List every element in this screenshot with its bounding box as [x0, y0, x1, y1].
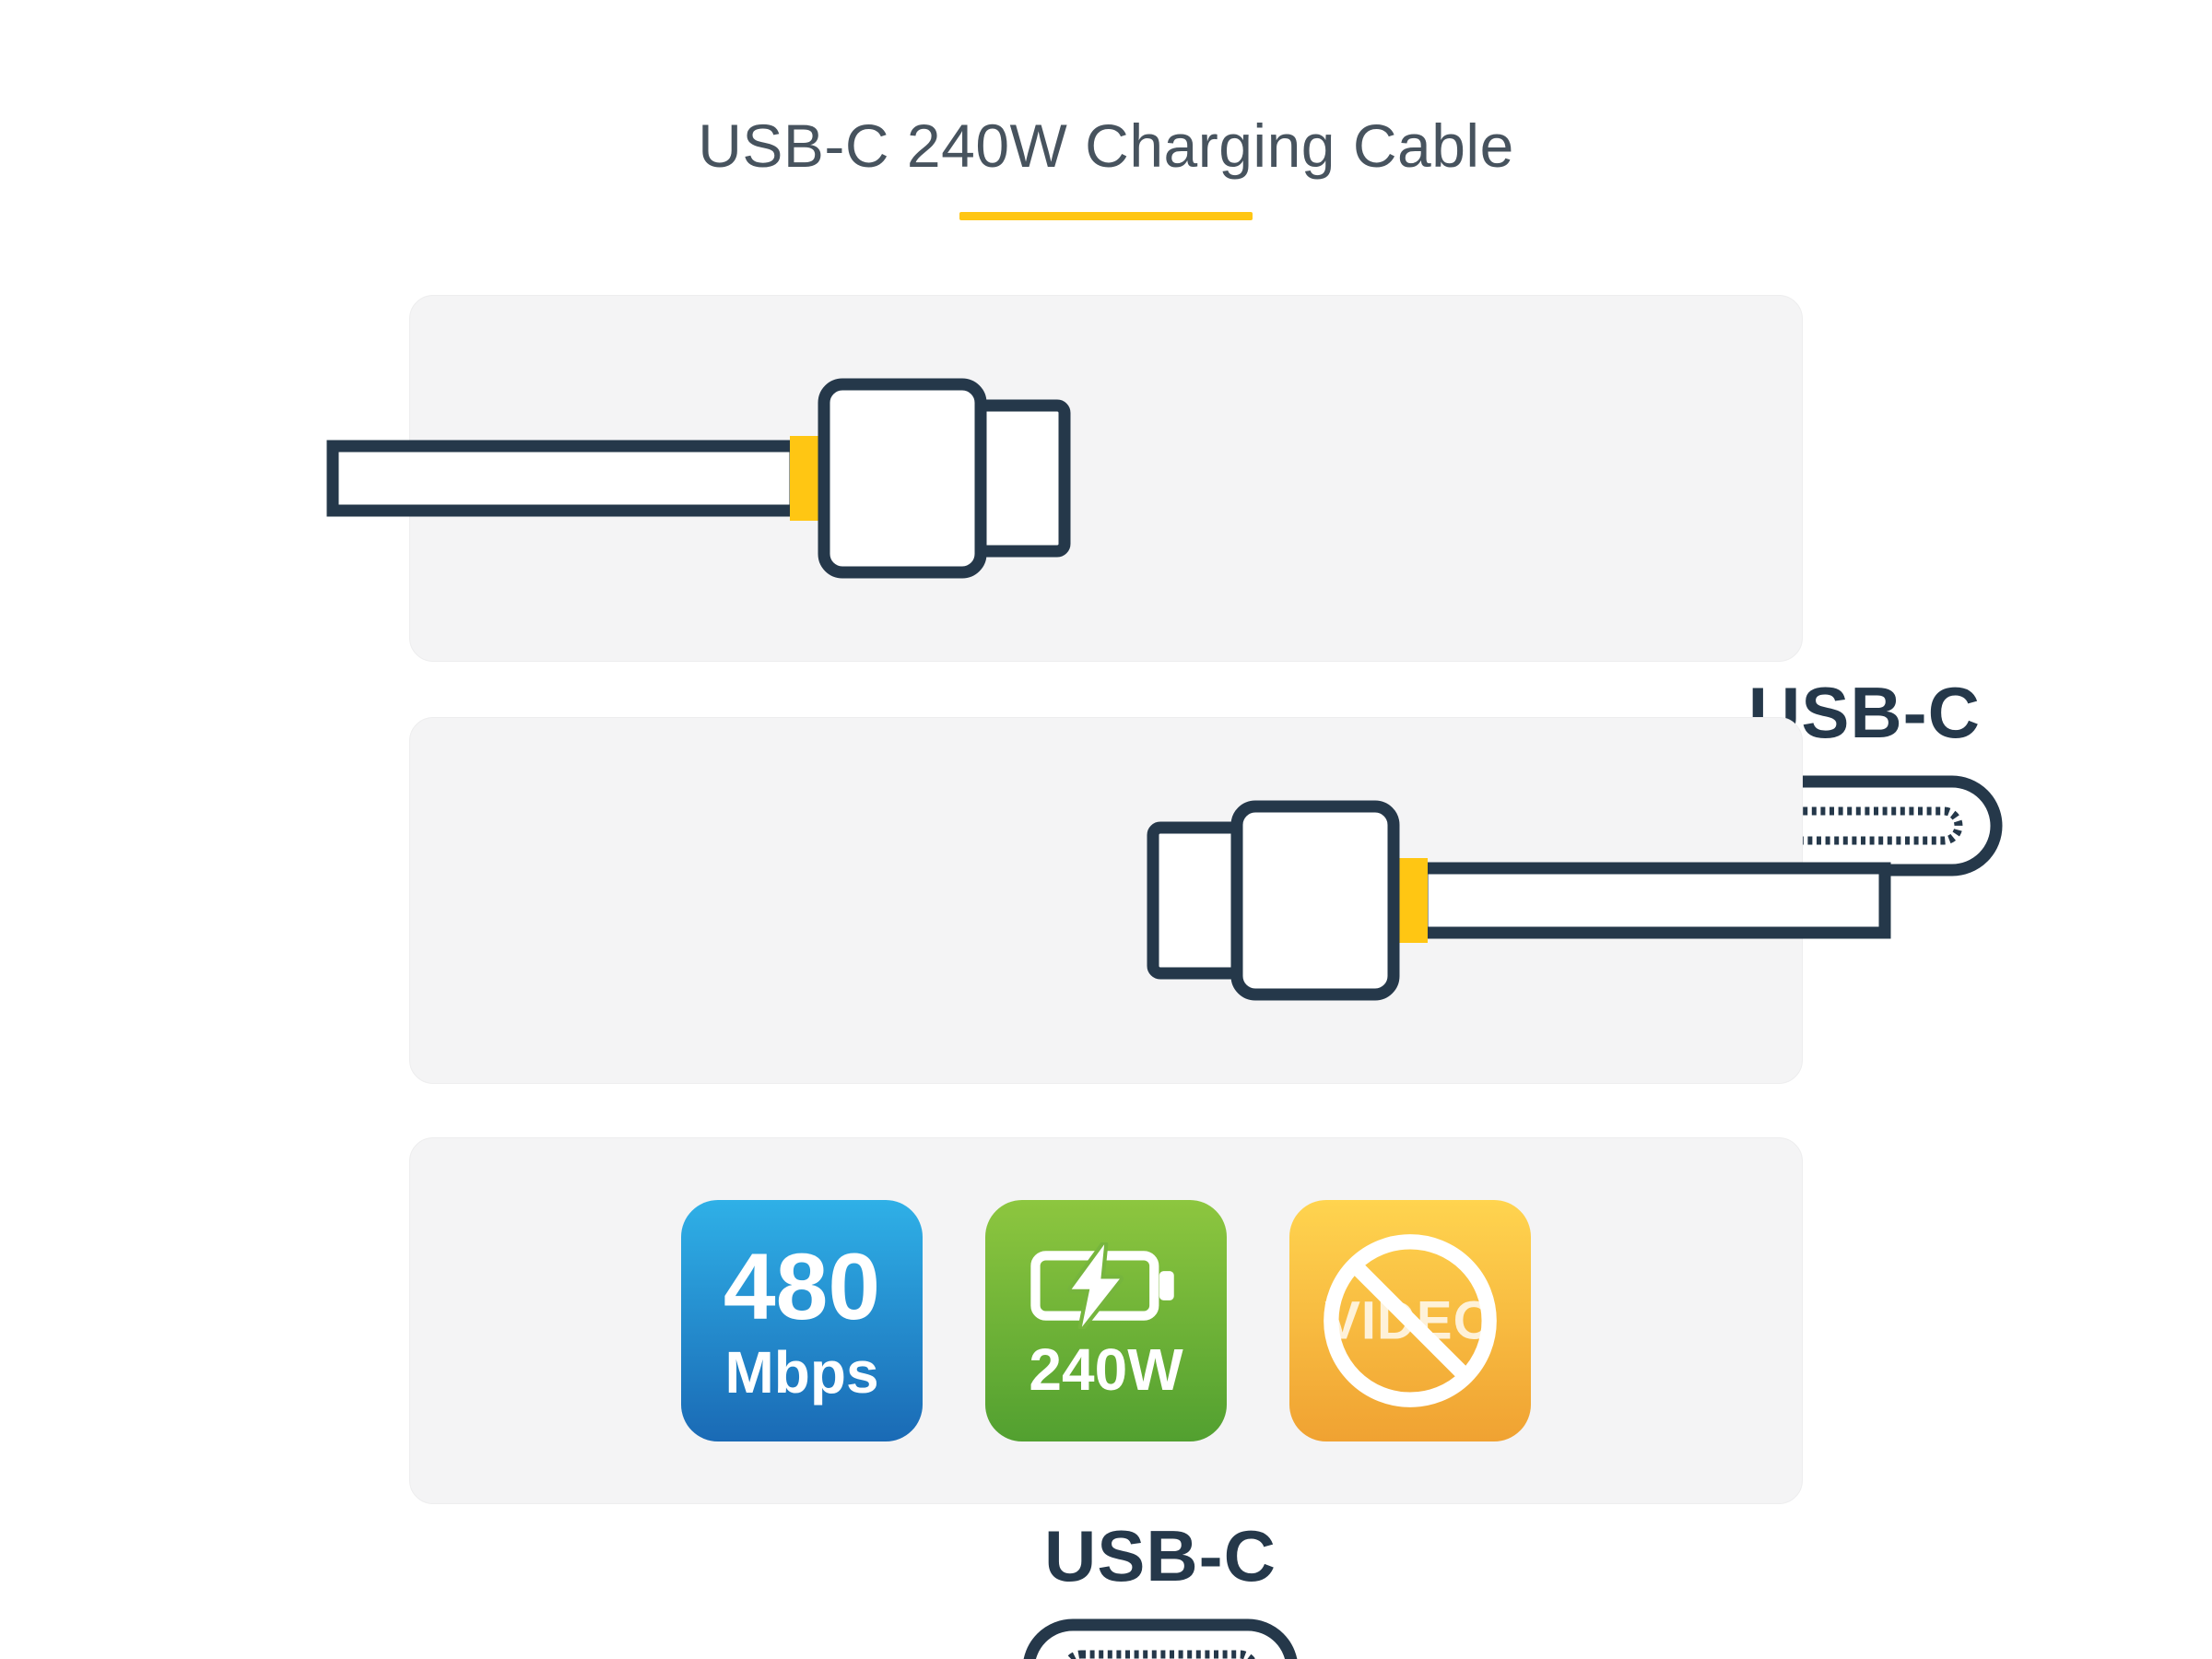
battery-charging-icon: [1030, 1242, 1174, 1329]
usb-c-port-group: USB-C: [1013, 1517, 1308, 1659]
speed-badge: 480 Mbps: [681, 1200, 923, 1441]
page-title: USB-C 240W Charging Cable: [698, 112, 1514, 180]
plug-body-icon: [1230, 800, 1400, 1001]
speed-value: 480: [723, 1234, 881, 1339]
usb-c-port-icon: [1023, 1618, 1298, 1659]
usb-c-plug-illustration: [326, 378, 1071, 579]
no-sign-icon: [1324, 1234, 1497, 1407]
power-label: 240W: [1029, 1336, 1183, 1403]
speed-unit: Mbps: [724, 1339, 879, 1406]
power-badge: 240W: [985, 1200, 1227, 1441]
title-underline: [959, 212, 1253, 220]
usb-c-plug-illustration: [1147, 800, 1891, 1001]
connector-panel-middle: USB-C: [409, 717, 1803, 1659]
cable-icon: [1416, 862, 1891, 939]
cable-icon: [326, 440, 802, 517]
feature-panel: 480 Mbps 240W VIDEO: [409, 1137, 1803, 1504]
usb-c-port-label: USB-C: [1044, 1515, 1277, 1596]
plug-body-icon: [818, 378, 987, 579]
no-video-badge: VIDEO: [1289, 1200, 1531, 1441]
